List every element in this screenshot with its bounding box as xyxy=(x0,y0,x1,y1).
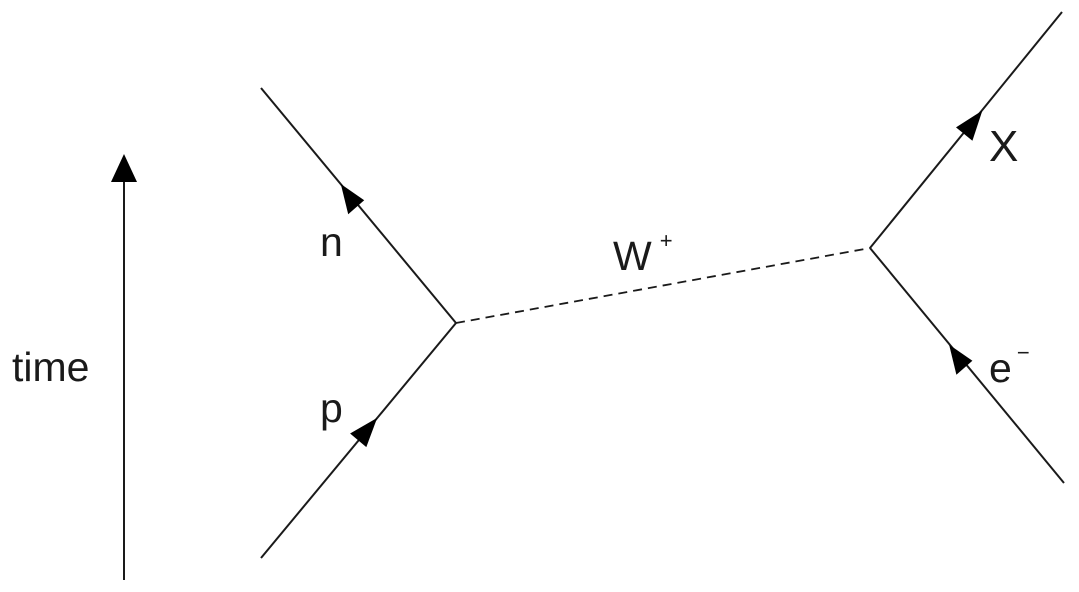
w-boson-charge: + xyxy=(660,228,673,253)
left-vertex: n p xyxy=(260,87,457,559)
time-axis-arrowhead xyxy=(111,154,137,182)
product-label: X xyxy=(989,122,1018,171)
electron-symbol: e xyxy=(989,345,1012,391)
w-boson-propagator: W + xyxy=(455,228,871,324)
electron-label: e − xyxy=(989,340,1030,391)
time-axis: time xyxy=(12,154,137,580)
w-boson-line xyxy=(455,247,871,324)
right-vertex: X e − xyxy=(869,11,1065,484)
w-boson-symbol: W xyxy=(613,233,652,279)
time-axis-label: time xyxy=(12,344,89,390)
neutron-arrowhead xyxy=(340,184,365,215)
proton-arrowhead xyxy=(350,417,378,448)
neutron-line xyxy=(260,87,457,324)
electron-charge: − xyxy=(1017,340,1030,365)
proton-label: p xyxy=(320,385,343,431)
neutron-label: n xyxy=(320,219,343,265)
electron-arrowhead xyxy=(949,344,973,375)
product-arrowhead xyxy=(956,110,983,141)
w-boson-label: W + xyxy=(613,228,673,279)
